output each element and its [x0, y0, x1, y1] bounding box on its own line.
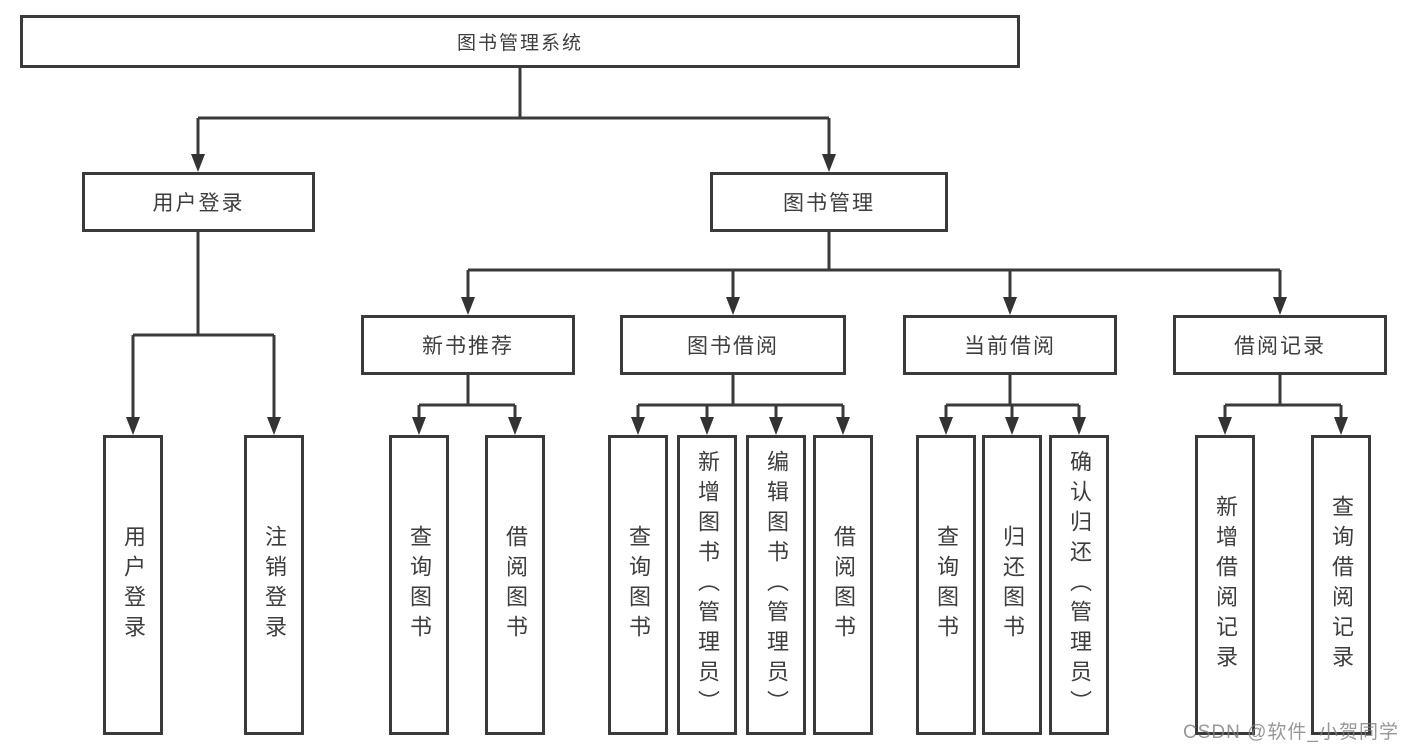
node-root-system: 图书管理系统 — [20, 15, 1020, 68]
leaf-label: 借阅图书 — [831, 525, 856, 645]
leaf-label: 编辑图书（管理员） — [764, 450, 789, 720]
node-label: 图书管理 — [783, 192, 875, 215]
node-label: 借阅记录 — [1234, 335, 1326, 358]
leaf-query-borrow-record: 查询借阅记录 — [1311, 435, 1371, 735]
leaf-logout: 注销登录 — [244, 435, 304, 735]
csdn-watermark: CSDN @软件_小贺同学 — [1183, 722, 1399, 743]
leaf-query-books-3: 查询图书 — [916, 435, 976, 735]
leaf-query-books-1: 查询图书 — [389, 435, 449, 735]
node-label: 图书管理系统 — [456, 33, 583, 54]
node-group-borrow-records: 借阅记录 — [1173, 315, 1387, 375]
leaf-label: 查询借阅记录 — [1329, 495, 1354, 675]
leaf-label: 注销登录 — [262, 525, 287, 645]
leaf-borrow-books-1: 借阅图书 — [485, 435, 545, 735]
node-branch-user-login: 用户登录 — [82, 172, 315, 232]
leaf-add-books-admin: 新增图书（管理员） — [677, 435, 737, 735]
node-group-current-borrow: 当前借阅 — [903, 315, 1117, 375]
leaf-add-borrow-record: 新增借阅记录 — [1195, 435, 1255, 735]
node-group-new-book-recommend: 新书推荐 — [361, 315, 575, 375]
leaf-label: 查询图书 — [934, 525, 959, 645]
leaf-user-login: 用户登录 — [103, 435, 163, 735]
node-label: 图书借阅 — [687, 335, 779, 358]
leaf-query-books-2: 查询图书 — [608, 435, 668, 735]
node-group-book-borrow: 图书借阅 — [620, 315, 846, 375]
leaf-return-books: 归还图书 — [982, 435, 1042, 735]
leaf-label: 用户登录 — [121, 525, 146, 645]
leaf-edit-books-admin: 编辑图书（管理员） — [746, 435, 806, 735]
leaf-label: 新增图书（管理员） — [695, 450, 720, 720]
leaf-label: 借阅图书 — [503, 525, 528, 645]
leaf-label: 查询图书 — [407, 525, 432, 645]
arrowheads — [126, 154, 1348, 435]
leaf-label: 归还图书 — [1000, 525, 1025, 645]
leaf-label: 新增借阅记录 — [1213, 495, 1238, 675]
node-label: 当前借阅 — [964, 335, 1056, 358]
leaf-borrow-books-2: 借阅图书 — [813, 435, 873, 735]
node-label: 用户登录 — [152, 192, 245, 215]
leaf-label: 查询图书 — [626, 525, 651, 645]
leaf-label: 确认归还（管理员） — [1067, 450, 1092, 720]
node-branch-book-management: 图书管理 — [710, 172, 948, 232]
leaf-confirm-return-admin: 确认归还（管理员） — [1049, 435, 1109, 735]
node-label: 新书推荐 — [422, 335, 514, 358]
